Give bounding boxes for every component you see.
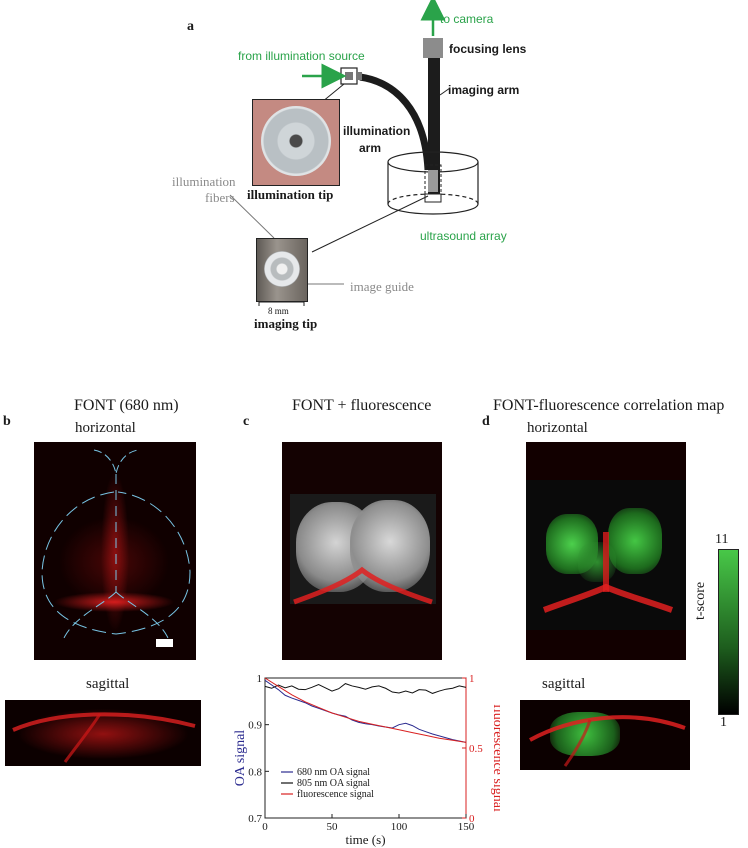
legend-entry: 680 nm OA signal (297, 767, 370, 778)
panel-d-sagittal-label: sagittal (542, 676, 586, 692)
font-sagittal-image (5, 700, 201, 766)
panel-b-title: FONT (680 nm) (74, 397, 179, 414)
panel-b-horizontal-label: horizontal (75, 420, 136, 436)
imaging-arm-label: imaging arm (448, 83, 520, 97)
leader-imaging-tip (311, 195, 429, 253)
imaging-tip-label: imaging tip (254, 316, 318, 331)
imaging-tip-photo (256, 238, 308, 302)
x-tick-label: 0 (262, 821, 268, 833)
panel-letter-c: c (243, 414, 250, 429)
focusing-lens-label: focusing lens (449, 42, 527, 56)
y-left-tick-label: 0.7 (248, 813, 262, 825)
series-line-1 (264, 683, 467, 694)
x-axis-label: time (s) (345, 832, 385, 847)
panel-b-sagittal-label: sagittal (86, 676, 130, 692)
illumination-arm-label-1: illumination (343, 124, 411, 138)
series-line-2 (264, 677, 467, 743)
scale-bar (156, 639, 173, 647)
leader-illumination-fibers (229, 194, 275, 239)
illumination-arm-label-2: arm (359, 141, 382, 155)
x-tick-label: 150 (458, 821, 475, 833)
ultrasound-array-label: ultrasound array (420, 229, 507, 243)
y-right-tick-label: 1 (469, 673, 475, 685)
colorbar-title: t-score (693, 581, 708, 620)
panel-letter-a: a (187, 19, 194, 34)
legend-entry: fluorescence signal (297, 789, 374, 800)
setup-schematic (229, 0, 479, 306)
focusing-lens-block (423, 38, 443, 58)
from-illumination-label: from illumination source (238, 49, 365, 63)
y-right-tick-label: 0 (469, 813, 475, 825)
x-tick-label: 100 (391, 821, 408, 833)
oa-fluorescence-chart: 0 50 100 150 0.7 0.8 0.9 1 0 0.5 1 680 nm OA signal… (233, 673, 500, 847)
panel-letter-b: b (3, 414, 11, 429)
panel-letter-d: d (482, 414, 490, 429)
font-fluorescence-overlay-image (282, 442, 442, 660)
colorbar-min-label: 1 (720, 715, 727, 730)
illumination-fibers-label-2: fibers (205, 190, 235, 205)
correlation-horizontal-image (526, 442, 686, 660)
panel-d-title: FONT-fluorescence correlation map (493, 397, 725, 414)
image-guide-label: image guide (350, 279, 414, 294)
brain-outline-overlay (41, 449, 191, 647)
illumination-arm-curve (359, 73, 432, 171)
y-right-axis-label: fluorescence signal (490, 704, 500, 812)
legend-entry: 805 nm OA signal (297, 778, 370, 789)
scale-8mm-label: 8 mm (268, 306, 289, 316)
y-right-tick-label: 0.5 (469, 743, 483, 755)
t-score-colorbar (718, 549, 739, 715)
y-left-axis-label: OA signal (233, 730, 248, 787)
y-left-tick-label: 0.8 (248, 766, 262, 778)
panel-c-title: FONT + fluorescence (292, 397, 432, 414)
panel-d-horizontal-label: horizontal (527, 420, 588, 436)
colorbar-max-label: 11 (715, 532, 729, 547)
illumination-tip-label: illumination tip (247, 187, 334, 202)
illumination-tip-photo (252, 99, 340, 186)
correlation-sagittal-image (520, 700, 690, 770)
series-line-0 (264, 679, 467, 743)
y-left-tick-label: 1 (257, 673, 263, 685)
to-camera-label: to camera (440, 12, 494, 26)
illumination-fibers-label-1: illumination (172, 174, 236, 189)
y-left-tick-label: 0.9 (248, 720, 262, 732)
font-horizontal-image (34, 442, 196, 660)
x-tick-label: 50 (327, 821, 339, 833)
